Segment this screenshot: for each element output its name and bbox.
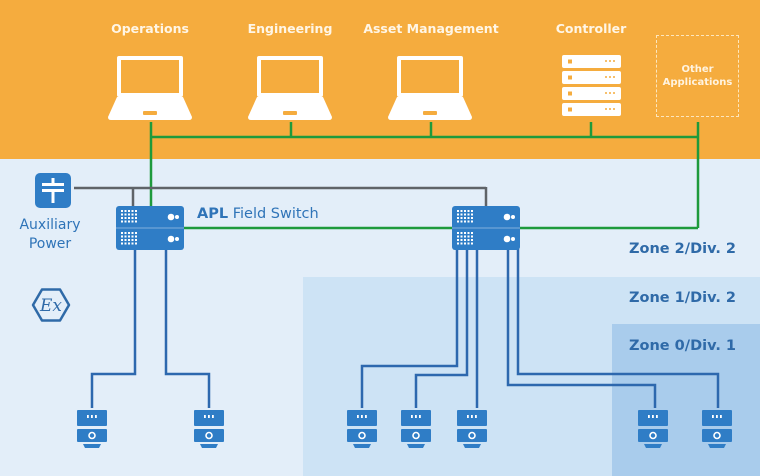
other-applications-line2: Applications — [662, 77, 733, 88]
ethernet-bus — [149, 122, 700, 230]
auxiliary-power-label: Auxiliary Power — [14, 216, 86, 254]
port-grid — [457, 210, 473, 223]
svg-text:Ex: Ex — [39, 296, 62, 316]
system-label-asset-management: Asset Management — [363, 21, 499, 36]
port-grid — [121, 232, 137, 245]
apl-field-switch-label: APL Field Switch — [197, 206, 319, 222]
laptop-icon — [108, 56, 192, 120]
server-rack-icon — [562, 55, 621, 116]
apl-field-switch-left — [116, 206, 184, 250]
system-label-controller: Controller — [555, 21, 627, 36]
port-grid — [457, 232, 473, 245]
system-label-operations: Operations — [111, 21, 189, 36]
other-applications-box: Other Applications — [656, 35, 739, 117]
ex-hazard-icon: Ex — [31, 288, 71, 322]
system-label-engineering: Engineering — [247, 21, 333, 36]
laptop-icon — [248, 56, 332, 120]
auxiliary-power-label-line1: Auxiliary — [19, 217, 81, 233]
power-supply-icon — [35, 173, 71, 208]
apl-field-switch-right — [452, 206, 520, 250]
port-grid — [121, 210, 137, 223]
laptop-icon — [388, 56, 472, 120]
field-switch-label: Field Switch — [232, 206, 319, 222]
auxiliary-power-label-line2: Power — [28, 236, 72, 252]
auxiliary-power-line — [74, 186, 488, 207]
zone-0-label: Zone 0/Div. 1 — [629, 338, 736, 354]
zone-0-area — [612, 324, 760, 476]
zone-1-label: Zone 1/Div. 2 — [629, 290, 736, 306]
zone-2-label: Zone 2/Div. 2 — [629, 241, 736, 257]
apl-label-bold: APL — [197, 206, 229, 222]
other-applications-line1: Other — [681, 64, 714, 75]
spur-lines — [90, 249, 720, 408]
